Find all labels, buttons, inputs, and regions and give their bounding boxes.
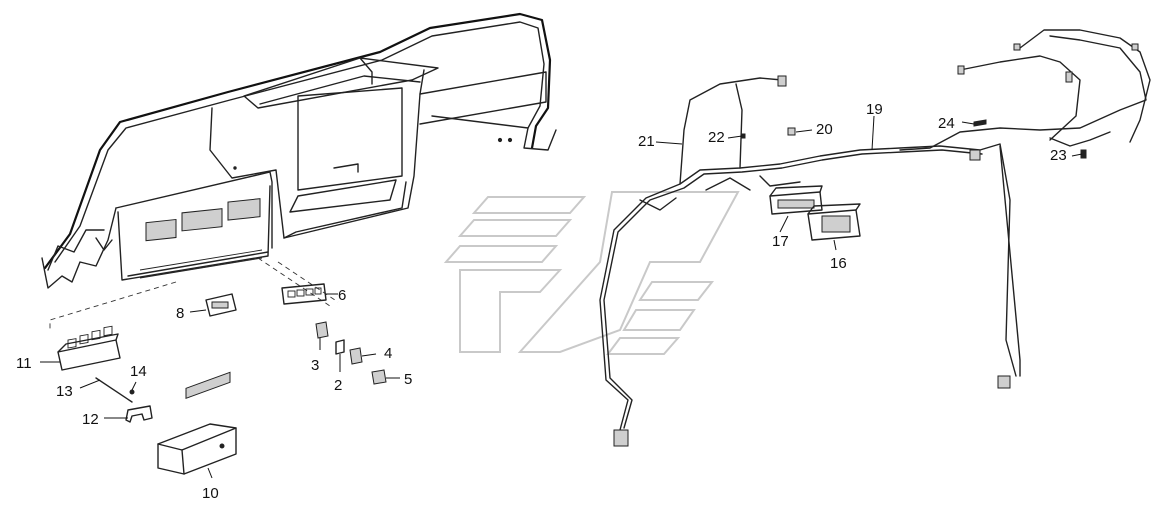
callout-12: 12 <box>82 411 99 428</box>
part-6-switch-panel <box>281 283 327 305</box>
callout-14: 14 <box>130 363 147 380</box>
callout-11: 11 <box>16 355 32 372</box>
callout-5: 5 <box>404 371 412 388</box>
callout-labels: 8 6 3 2 4 5 11 13 14 12 10 16 17 19 20 2… <box>16 101 1067 502</box>
part-17-module <box>769 185 823 215</box>
part-8-switch <box>205 293 237 317</box>
part-20-connector <box>787 127 796 136</box>
part-10-radio <box>157 371 237 475</box>
wiring-harness <box>599 29 1151 447</box>
part-12-bracket <box>125 405 153 423</box>
watermark-logo <box>443 191 740 355</box>
callout-21: 21 <box>638 133 655 150</box>
callout-8: 8 <box>176 305 184 322</box>
callout-22: 22 <box>708 129 725 146</box>
callout-16: 16 <box>830 255 847 272</box>
callout-19: 19 <box>866 101 883 118</box>
part-4-switch <box>349 347 363 365</box>
callout-6: 6 <box>338 287 346 304</box>
center-vents <box>139 198 263 279</box>
part-16-module <box>807 203 861 241</box>
part-5-switch <box>371 369 387 385</box>
callout-24: 24 <box>938 115 955 132</box>
callout-23: 23 <box>1050 147 1067 164</box>
part-14-screw <box>129 389 135 395</box>
callout-20: 20 <box>816 121 833 138</box>
part-2-switch <box>335 339 345 355</box>
callout-3: 3 <box>311 357 319 374</box>
callout-4: 4 <box>384 345 392 362</box>
callout-13: 13 <box>56 383 73 400</box>
part-11-control-panel <box>57 325 121 371</box>
part-13-strip <box>95 377 133 403</box>
callout-10: 10 <box>202 485 219 502</box>
callout-2: 2 <box>334 377 342 394</box>
leader-lines <box>40 115 1083 479</box>
part-3-switch <box>315 321 329 339</box>
callout-17: 17 <box>772 233 789 250</box>
part-24-tie <box>973 119 987 127</box>
dashboard-panel <box>41 12 557 289</box>
